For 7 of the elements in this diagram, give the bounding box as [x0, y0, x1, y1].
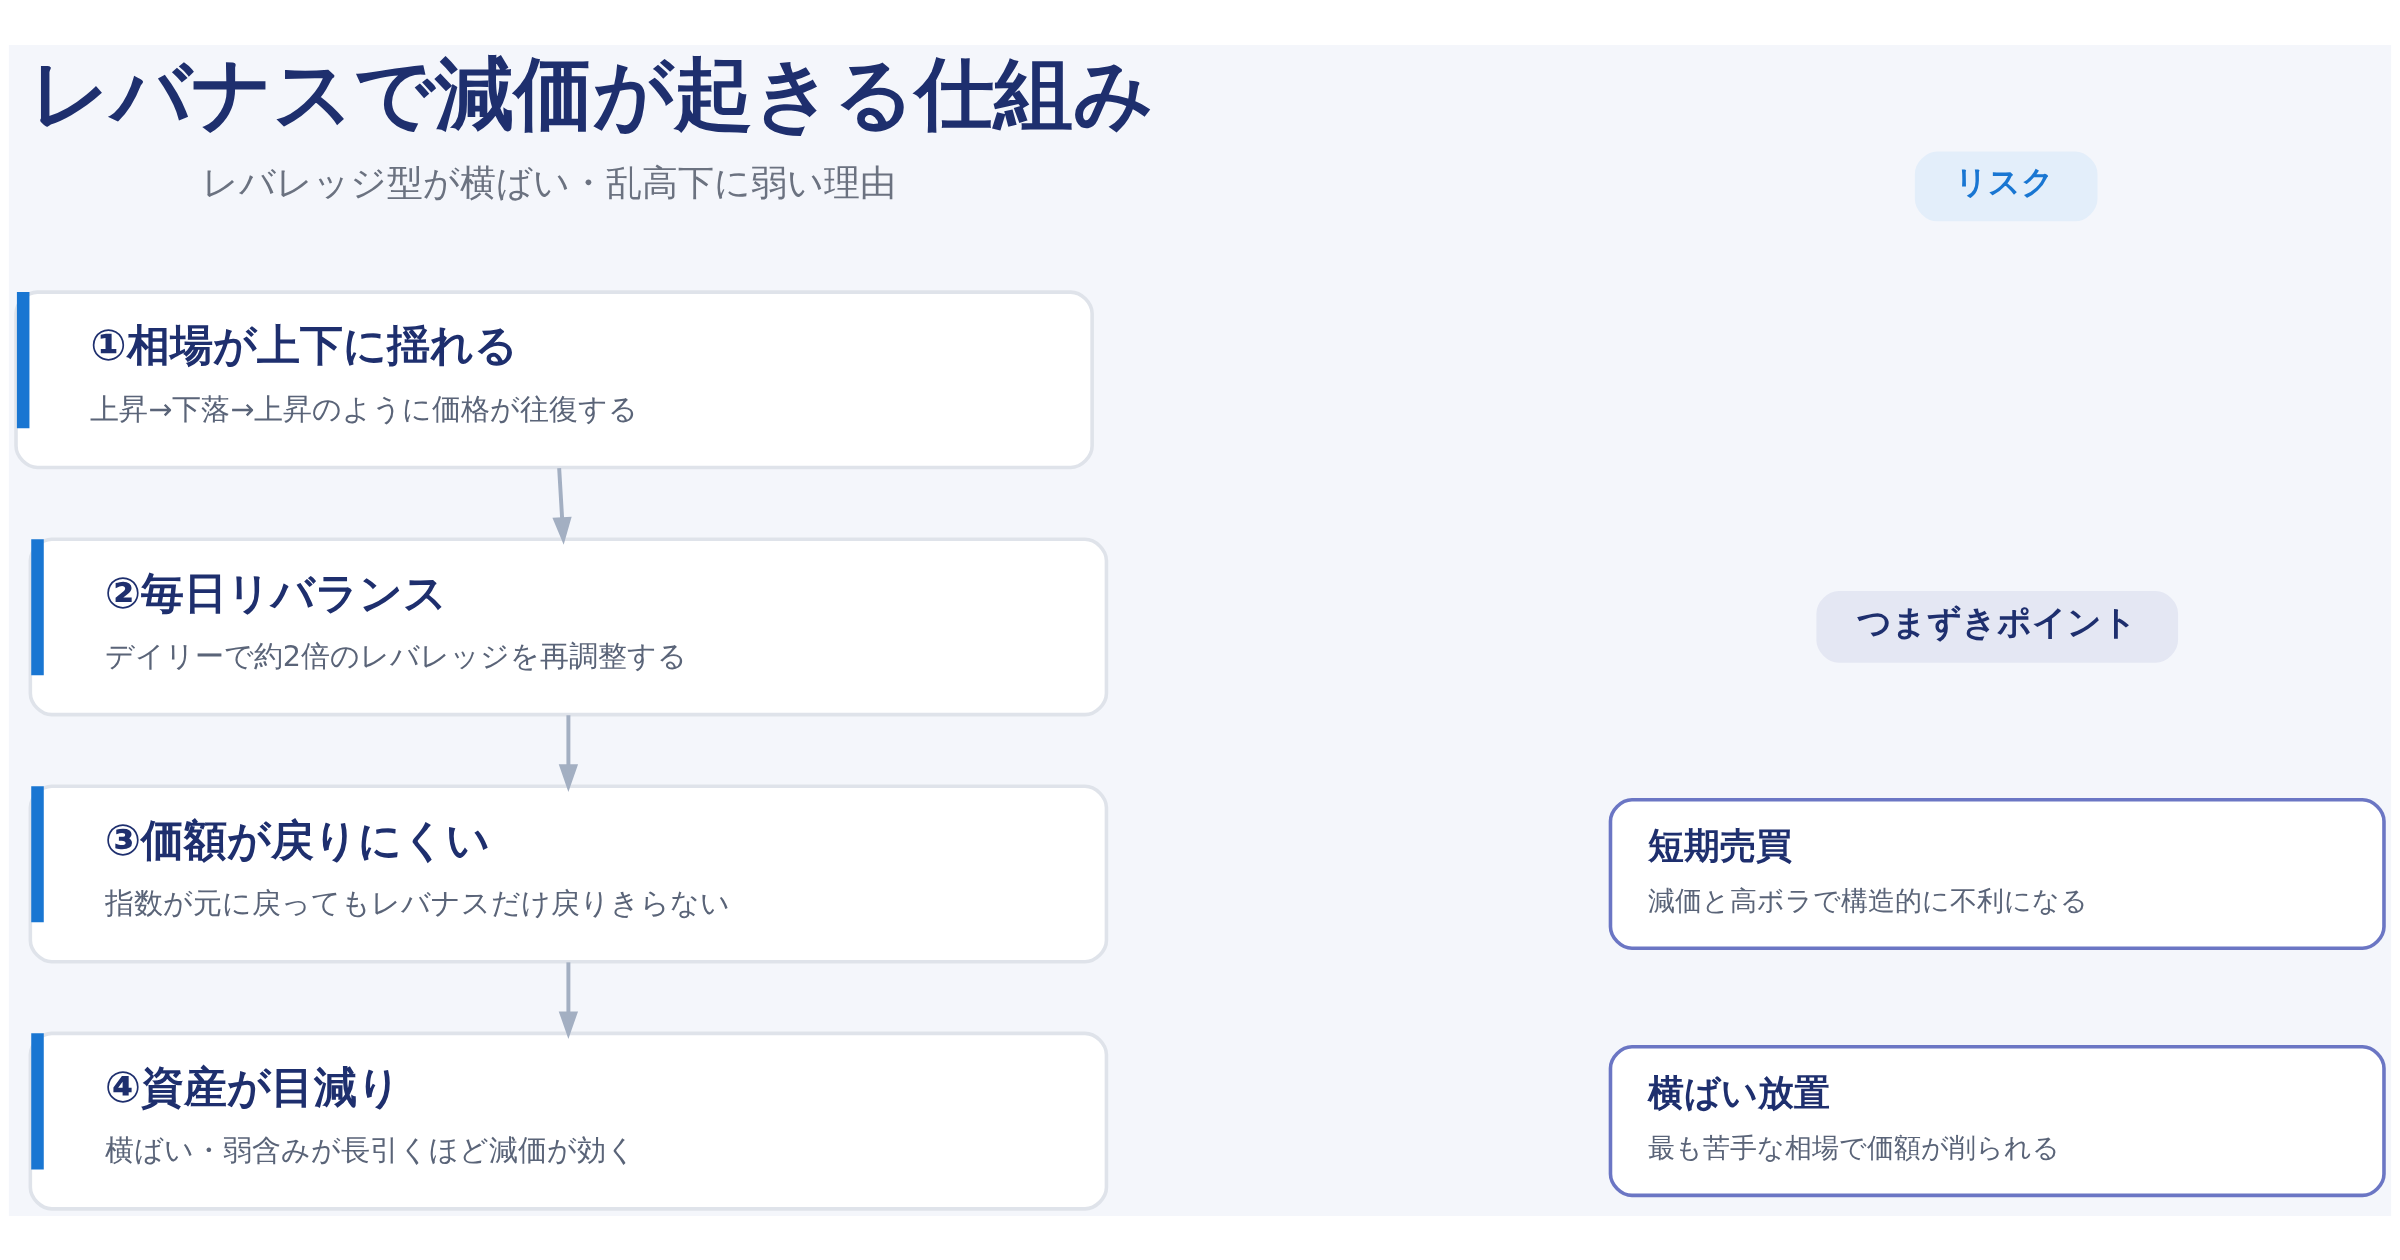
arrow — [552, 467, 572, 545]
node-box: 横ばい放置 最も苦手な相場で価額が削られる — [1608, 1044, 2386, 1197]
label: レバレッジ型が横ばい・乱高下に弱い理由 — [202, 161, 897, 203]
diagram-title: レバナスで減価が起きる仕組み — [30, 47, 1155, 140]
arrow — [558, 961, 579, 1039]
arrow — [558, 714, 579, 792]
node-box: 短期売買 減価と高ボラで構造的に不利になる — [1608, 797, 2386, 950]
